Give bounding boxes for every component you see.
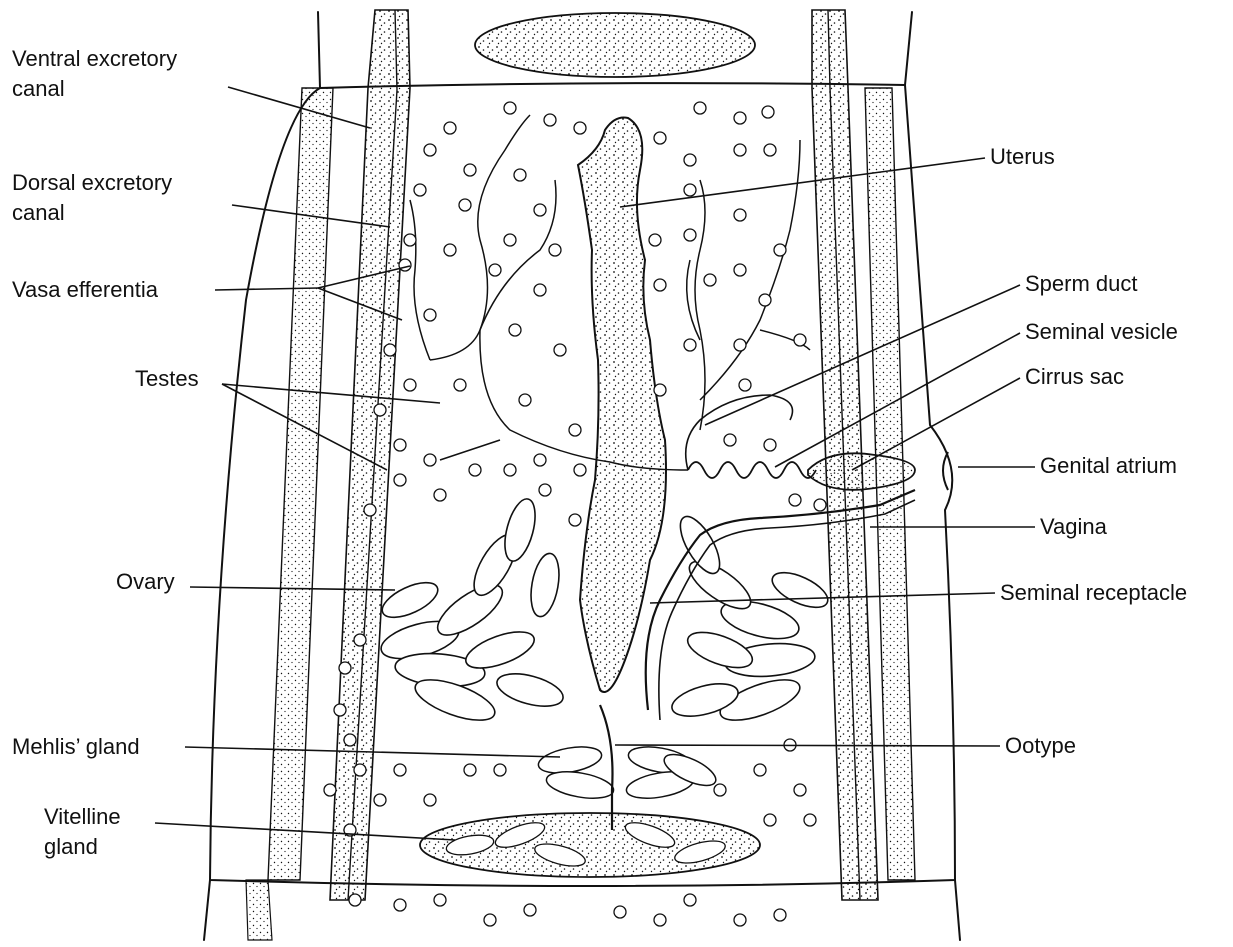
label-vitelline-gland-line-2: gland <box>44 832 121 862</box>
label-ootype: Ootype <box>1005 731 1076 761</box>
label-seminal-vesicle: Seminal vesicle <box>1025 317 1178 347</box>
label-uterus: Uterus <box>990 142 1055 172</box>
label-mehlis-gland: Mehlis’ gland <box>12 732 140 762</box>
label-ovary: Ovary <box>116 567 175 597</box>
leader-ventral-excretory <box>228 87 370 128</box>
label-dorsal-excretory-canal-line-1: Dorsal excretory <box>12 168 172 198</box>
label-vagina: Vagina <box>1040 512 1107 542</box>
lower-segment-right-wall <box>955 880 960 940</box>
label-ventral-excretory-canal-line-2: canal <box>12 74 177 104</box>
label-seminal-receptacle: Seminal receptacle <box>1000 578 1187 608</box>
ovary-left-lobes <box>377 496 566 729</box>
lower-segment-left-wall <box>204 880 210 940</box>
label-vitelline-gland: Vitelline gland <box>44 802 121 862</box>
label-cirrus-sac: Cirrus sac <box>1025 362 1124 392</box>
label-dorsal-excretory-canal: Dorsal excretory canal <box>12 168 172 228</box>
seminal-vesicle <box>688 462 816 478</box>
genital-atrium <box>943 452 948 490</box>
label-ventral-excretory-canal-line-1: Ventral excretory <box>12 44 177 74</box>
label-vitelline-gland-line-1: Vitelline <box>44 802 121 832</box>
leader-vitelline <box>155 823 455 840</box>
label-dorsal-excretory-canal-line-2: canal <box>12 198 172 228</box>
leader-ootype <box>615 745 1000 746</box>
upper-segment-right-wall <box>905 12 912 85</box>
label-vasa-efferentia: Vasa efferentia <box>12 275 158 305</box>
label-testes: Testes <box>135 364 199 394</box>
label-ventral-excretory-canal: Ventral excretory canal <box>12 44 177 104</box>
upper-segment-left-wall <box>318 12 320 88</box>
leader-uterus <box>620 158 985 207</box>
upper-segment-vitellaria <box>475 13 755 77</box>
mehlis-gland <box>536 743 720 803</box>
sperm-duct <box>686 395 793 470</box>
label-genital-atrium: Genital atrium <box>1040 451 1177 481</box>
uterus <box>578 118 666 693</box>
ootype <box>600 705 613 830</box>
label-sperm-duct: Sperm duct <box>1025 269 1138 299</box>
